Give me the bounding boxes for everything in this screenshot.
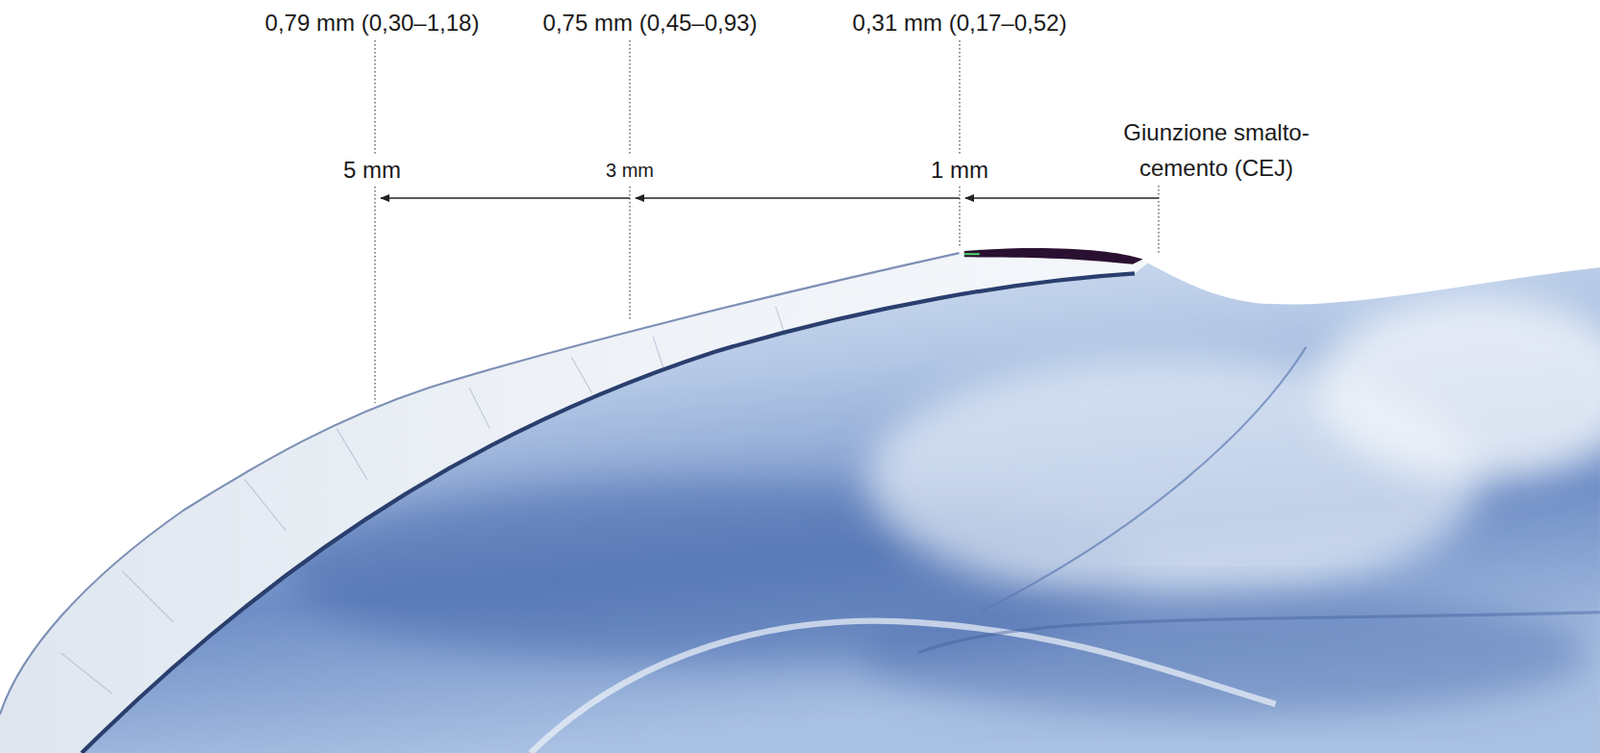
dimension-label: Giunzione smalto-cemento (CEJ)	[1077, 114, 1355, 186]
enamel-surface	[0, 252, 960, 715]
dentin	[0, 249, 1600, 753]
deposit	[964, 248, 1144, 265]
leader-lines	[375, 40, 1159, 403]
dimension-label: 1 mm	[926, 155, 993, 185]
distance-arrows	[380, 197, 1159, 199]
dentin-enamel-junction	[81, 273, 1135, 753]
dentin-shading	[285, 296, 1600, 753]
dimension-label: 5 mm	[339, 155, 405, 185]
enamel	[0, 249, 1149, 753]
dimension-label: 3 mm	[601, 155, 658, 185]
dimension-label: 0,79 mm (0,30–1,18)	[261, 8, 484, 38]
dimension-label: 0,75 mm (0,45–0,93)	[539, 8, 762, 38]
deposit-edge	[964, 252, 980, 255]
dimension-label: 0,31 mm (0,17–0,52)	[849, 8, 1072, 38]
